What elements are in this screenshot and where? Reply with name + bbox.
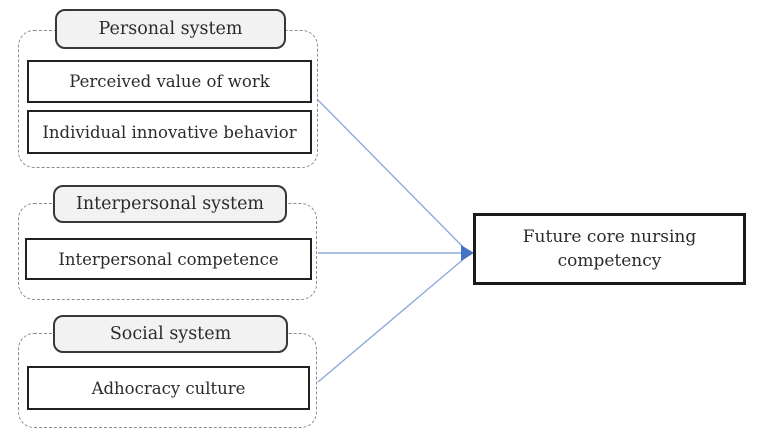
item-box-individual-innovative-behavior: Individual innovative behavior	[27, 110, 312, 154]
item-label: Adhocracy culture	[91, 378, 246, 398]
group-header-label: Personal system	[98, 19, 243, 39]
group-header-label: Interpersonal system	[75, 194, 265, 214]
item-box-perceived-value-of-work: Perceived value of work	[27, 60, 312, 103]
item-label: Individual innovative behavior	[42, 122, 297, 142]
group-header-personal-system: Personal system	[55, 9, 286, 49]
item-label: Interpersonal competence	[58, 249, 279, 269]
item-label: Perceived value of work	[69, 72, 270, 91]
connector-personal-to-outcome	[317, 99, 467, 251]
connector-social-to-outcome	[317, 256, 467, 383]
item-box-adhocracy-culture: Adhocracy culture	[27, 366, 310, 410]
group-header-label: Social system	[109, 324, 232, 344]
group-header-interpersonal-system: Interpersonal system	[53, 185, 287, 223]
outcome-label: Future core nursing competency	[522, 227, 697, 271]
item-box-interpersonal-competence: Interpersonal competence	[25, 238, 312, 280]
outcome-box-future-core-nursing-competency: Future core nursing competency	[473, 213, 746, 285]
group-header-social-system: Social system	[53, 315, 288, 353]
arrowhead-icon	[461, 245, 474, 261]
